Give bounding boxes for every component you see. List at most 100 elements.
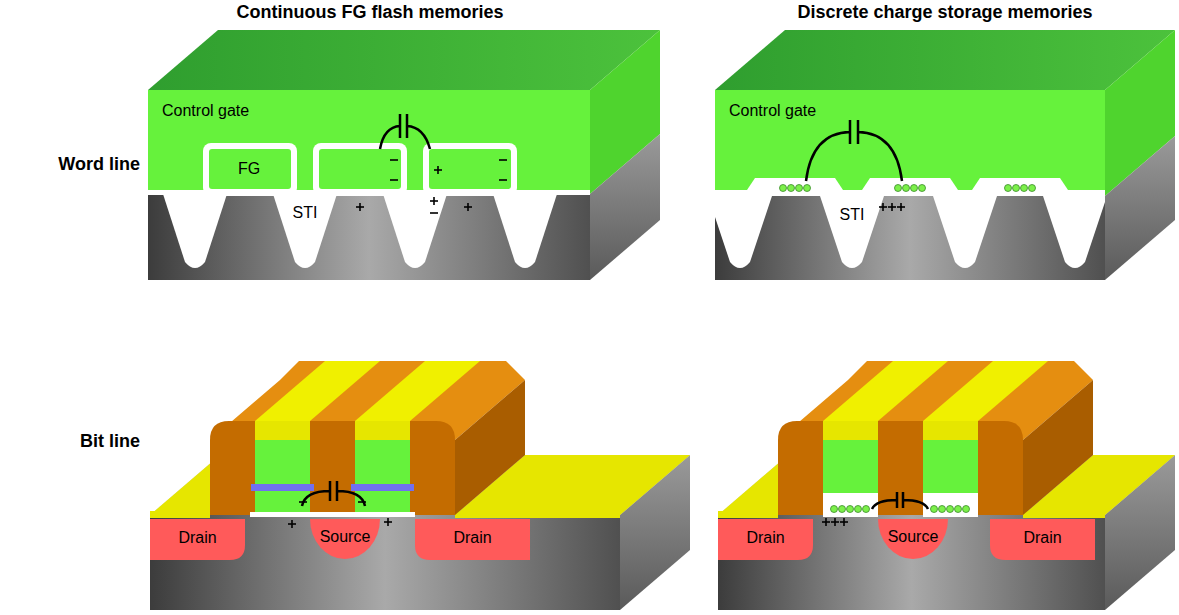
control-gate-front: [148, 90, 590, 194]
capacitor-symbol: [806, 120, 902, 181]
charge-dot: [939, 506, 946, 513]
capacitor-symbol: [380, 114, 430, 149]
trap-layer: [858, 178, 962, 196]
charge-dot: [911, 185, 918, 192]
floating-gate: [209, 149, 291, 189]
region-label: Control gate: [162, 102, 249, 120]
control-gate: [923, 440, 978, 493]
region-label: STI: [840, 206, 865, 224]
region-label: Control gate: [729, 102, 816, 120]
gate-stack: [355, 440, 410, 512]
charge-sign: [882, 203, 884, 211]
charge-sign: [390, 159, 398, 161]
region-box: Control gate: [717, 92, 1103, 172]
charge-dot: [831, 506, 838, 513]
row-heading: Word line: [4, 154, 140, 176]
charge-dot: [855, 506, 862, 513]
region-box: STI: [283, 202, 327, 224]
column-heading: Continuous FG flash memories: [170, 2, 570, 24]
charge-dot: [1005, 185, 1012, 192]
row-heading: Bit line: [4, 431, 140, 453]
charge-sign: [900, 203, 902, 211]
substrate-front: [150, 515, 620, 610]
charge-dot: [1021, 185, 1028, 192]
gate-silicide: [923, 421, 978, 440]
spacer-side: [1023, 380, 1093, 515]
ono-dielectric: [423, 143, 517, 196]
region-label: Source: [320, 528, 371, 546]
trap-layer: [923, 493, 978, 517]
gate-silicide: [823, 421, 878, 440]
region-box: Drain: [718, 521, 813, 555]
charge-sign: [433, 197, 435, 205]
charge-dot: [1029, 185, 1036, 192]
charge-dot: [1013, 185, 1020, 192]
drain-region: [415, 519, 530, 560]
charge-sign: [387, 518, 389, 526]
trap-layer: [743, 178, 847, 196]
bit-line-block: [150, 361, 690, 610]
sti-trench: [493, 194, 557, 268]
sti-trench: [163, 194, 227, 268]
substrate-front: [718, 515, 1105, 610]
sti-trenches: [163, 194, 557, 268]
charge-sign: [430, 212, 438, 214]
charge-dot: [963, 506, 970, 513]
charge-sign: [299, 501, 307, 503]
source-region: [878, 519, 948, 559]
charge-dot: [804, 185, 811, 192]
tunnel-oxide: [148, 190, 590, 195]
charge-sign: [499, 159, 507, 161]
drain-region: [150, 519, 245, 560]
drain-region: [990, 519, 1095, 560]
floating-gate: [429, 149, 511, 189]
drain-region: [718, 519, 813, 560]
control-gate-top: [148, 30, 660, 90]
charge-sign: [499, 179, 507, 181]
word-line-silicide: [355, 361, 480, 421]
region-label: Drain: [1023, 529, 1061, 547]
sti-trenches: [715, 196, 1105, 268]
capacitor-symbol: [302, 481, 365, 506]
region-box: STI: [830, 204, 874, 226]
charge-dot: [931, 506, 938, 513]
region-label: Drain: [453, 529, 491, 547]
sti-trench: [820, 196, 884, 268]
charge-dot: [947, 506, 954, 513]
charge-dot: [780, 185, 787, 192]
charge-dot: [863, 506, 870, 513]
region-label: Drain: [746, 529, 784, 547]
gate-stack: [255, 440, 310, 512]
bit-line-block: [718, 361, 1175, 610]
capacitor-symbol: [872, 492, 928, 509]
silicide-front: [1023, 511, 1105, 518]
word-line-silicide: [255, 361, 380, 421]
charge-dot: [839, 506, 846, 513]
floating-gate: [319, 149, 401, 189]
trap-layer: [823, 493, 878, 517]
floating-gate-box: FG: [208, 150, 290, 188]
interpoly-dielectric: [251, 484, 314, 491]
charge-dot: [955, 506, 962, 513]
region-box: Source: [878, 526, 948, 548]
region-box: Source: [310, 526, 380, 548]
sti-trench: [383, 194, 447, 268]
silicide-front: [150, 511, 210, 518]
charge-sign: [358, 501, 366, 503]
spacer-front: [778, 421, 1023, 515]
sti-trench: [1043, 196, 1105, 268]
source-region: [310, 519, 380, 559]
charge-sign: [843, 518, 845, 526]
region-label: STI: [293, 204, 318, 222]
charge-sign: [834, 518, 836, 526]
charge-sign: [390, 179, 398, 181]
substrate-side: [1105, 136, 1175, 280]
word-line-silicide: [923, 361, 1048, 421]
charge-sign: [467, 203, 469, 211]
silicide-front: [455, 511, 620, 518]
spacer-front: [210, 421, 455, 515]
region-box: Drain: [150, 521, 245, 555]
charge-dot: [847, 506, 854, 513]
